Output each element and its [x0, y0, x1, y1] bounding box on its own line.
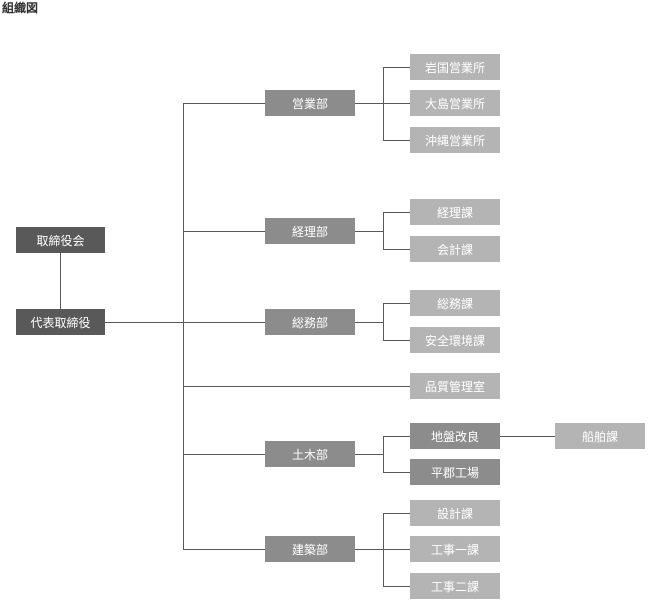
connector-sales-child-2 — [383, 103, 410, 104]
civil-section-2: 平郡工場 — [410, 459, 500, 485]
dept-construction-box: 建築部 — [265, 536, 355, 562]
sales-office-1: 岩国営業所 — [410, 54, 500, 80]
connector-construction-child-1 — [383, 513, 410, 514]
construction-section-1: 設計課 — [410, 500, 500, 526]
connector-trunk-vertical — [183, 103, 184, 549]
connector-general-vertical — [383, 303, 384, 340]
general-section-2: 安全環境課 — [410, 327, 500, 353]
construction-section-2: 工事一課 — [410, 536, 500, 562]
page-title: 組織図 — [2, 1, 39, 15]
sales-office-3: 沖縄営業所 — [410, 127, 500, 153]
connector-construction-child-2 — [383, 549, 410, 550]
connector-general-child-2 — [383, 340, 410, 341]
connector-accounting-child-1 — [383, 212, 410, 213]
connector-board-president — [60, 252, 61, 310]
qa-office-box: 品質管理室 — [410, 373, 500, 399]
connector-construction-child-3 — [383, 586, 410, 587]
board-box: 取締役会 — [16, 227, 105, 253]
connector-construction-out — [355, 549, 383, 550]
connector-sales — [183, 103, 265, 104]
connector-accounting-out — [355, 231, 383, 232]
dept-accounting-box: 経理部 — [265, 218, 355, 244]
connector-civil-child-2 — [383, 472, 410, 473]
connector-civil-vertical — [383, 436, 384, 472]
connector-general-child-1 — [383, 303, 410, 304]
connector-president-trunk — [105, 322, 183, 323]
president-box: 代表取締役 — [16, 309, 105, 335]
general-section-1: 総務課 — [410, 290, 500, 316]
connector-sales-child-1 — [383, 67, 410, 68]
connector-civil-child-1 — [383, 436, 410, 437]
connector-sales-out — [355, 103, 383, 104]
connector-accounting-child-2 — [383, 249, 410, 250]
construction-section-3: 工事二課 — [410, 573, 500, 599]
sales-office-2: 大島営業所 — [410, 90, 500, 116]
dept-general-box: 総務部 — [265, 309, 355, 335]
connector-accounting — [183, 231, 265, 232]
connector-general-out — [355, 322, 383, 323]
civil-section-1: 地盤改良 — [410, 423, 500, 449]
dept-civil-box: 土木部 — [265, 441, 355, 467]
accounting-section-2: 会計課 — [410, 236, 500, 262]
connector-sales-child-3 — [383, 140, 410, 141]
accounting-section-1: 経理課 — [410, 199, 500, 225]
connector-civil-grandchild — [500, 436, 555, 437]
connector-accounting-vertical — [383, 212, 384, 249]
connector-civil — [183, 454, 265, 455]
civil-grandchild-box: 船舶課 — [555, 423, 645, 449]
connector-construction — [183, 549, 265, 550]
connector-civil-out — [355, 454, 383, 455]
connector-qa — [183, 386, 410, 387]
connector-general — [183, 322, 265, 323]
dept-sales-box: 営業部 — [265, 90, 355, 116]
